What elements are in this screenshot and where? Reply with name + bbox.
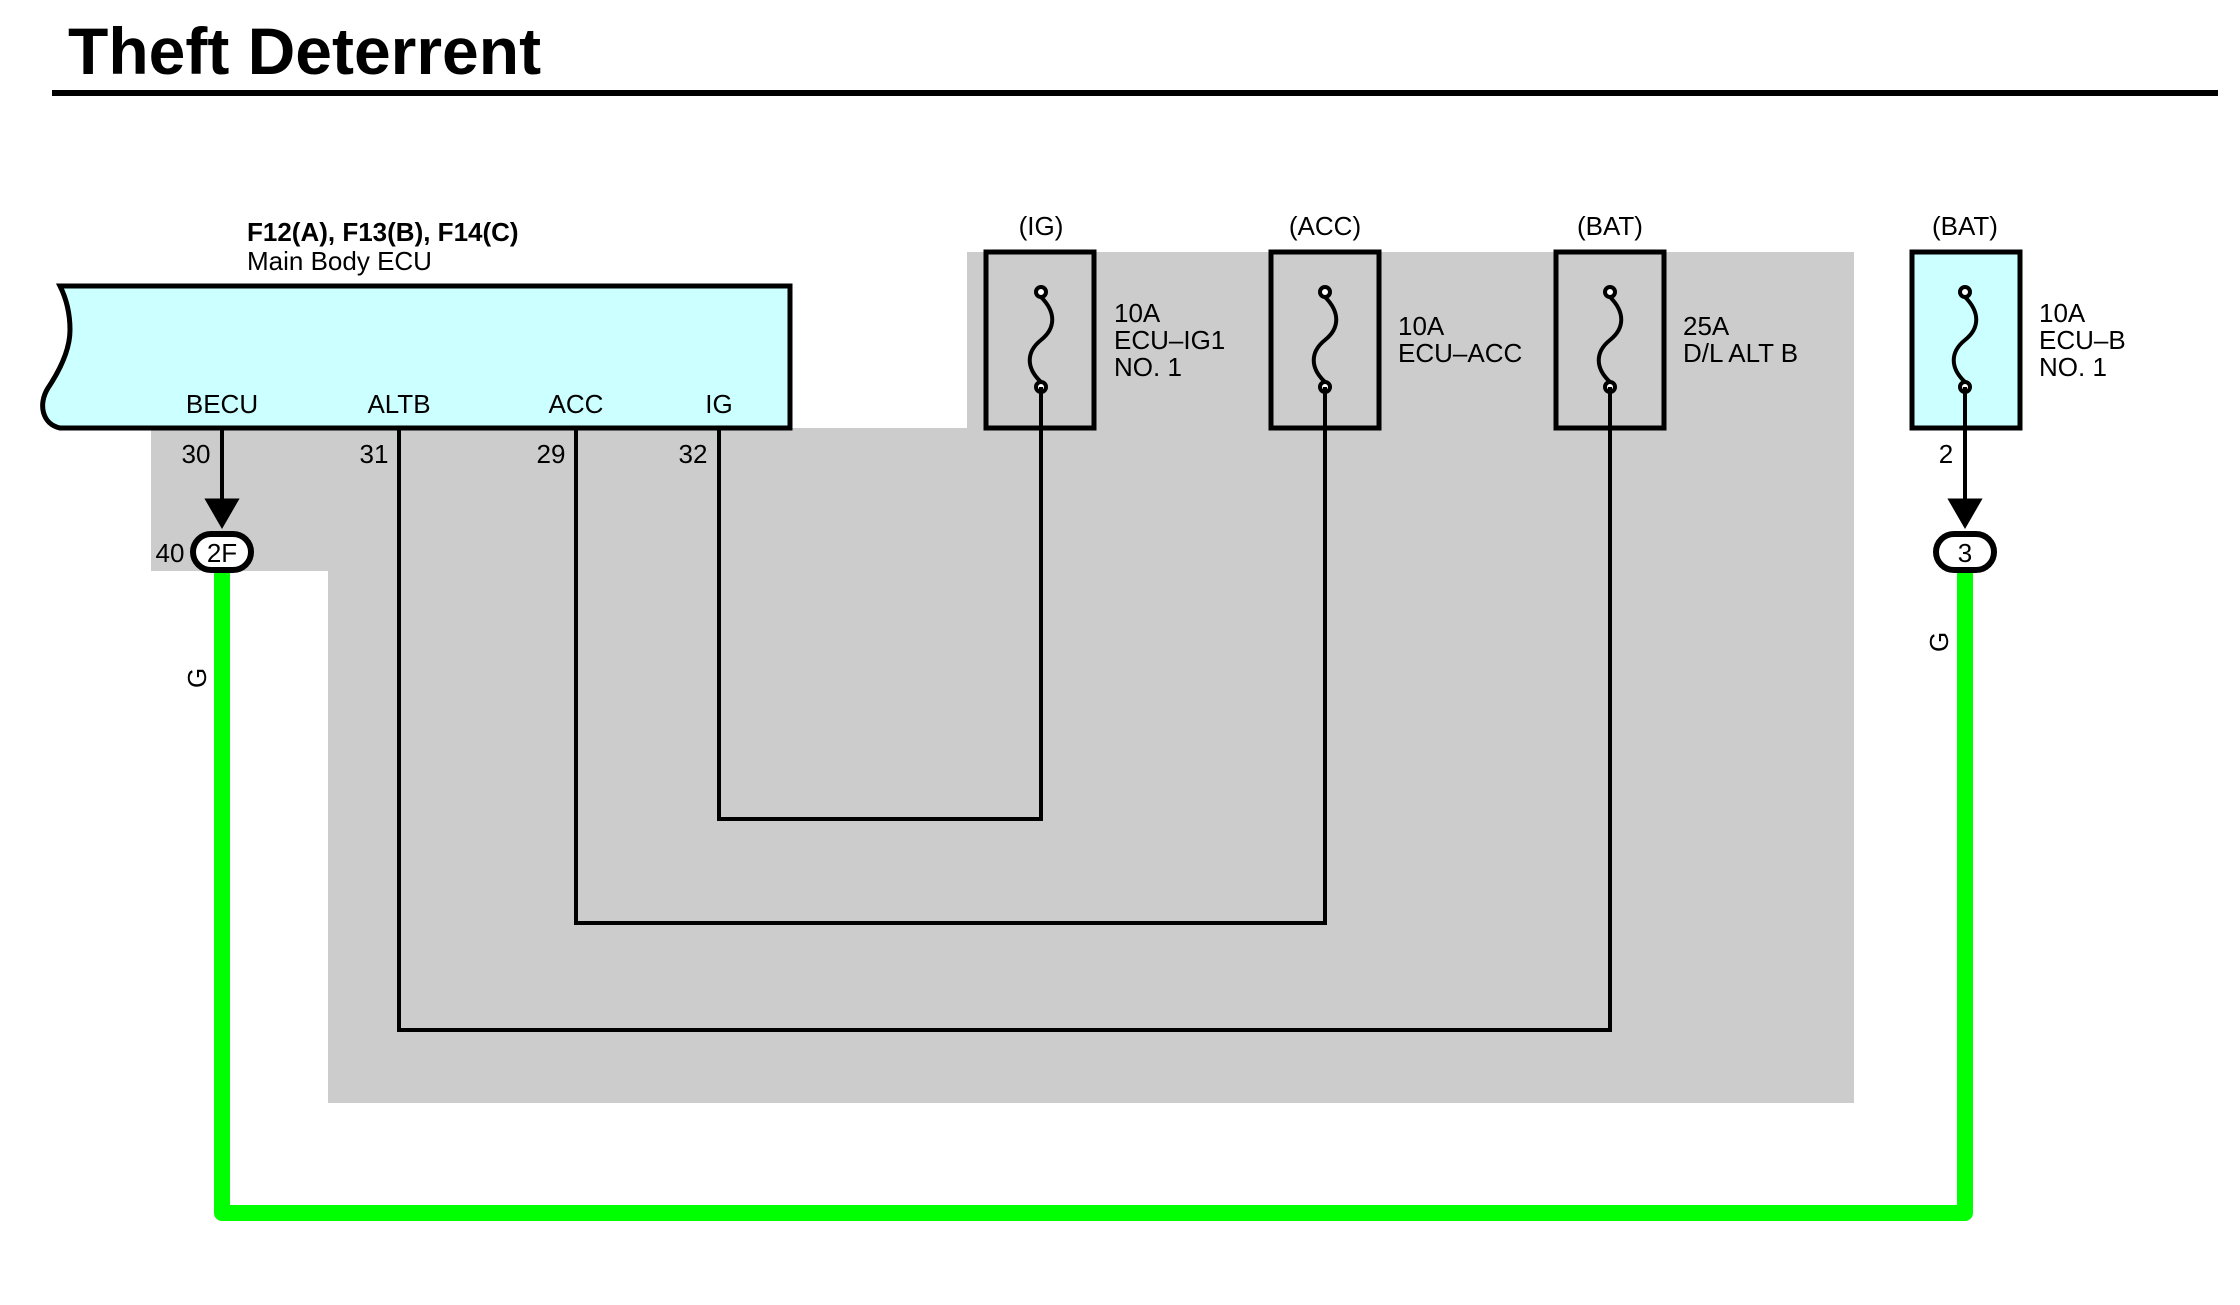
page-title: Theft Deterrent: [68, 14, 541, 88]
ecu-connector-label: F12(A), F13(B), F14(C): [247, 217, 519, 247]
fuse-terminal-icon: [1318, 285, 1332, 299]
pin-number-31: 31: [360, 439, 389, 469]
fuse-terminal-icon: [1034, 285, 1048, 299]
fuse-name-acc: ECU–ACC: [1398, 338, 1522, 368]
junction-3: [1933, 531, 1997, 573]
junction-2f-label: 2F: [207, 538, 237, 568]
pin-number-32: 32: [679, 439, 708, 469]
black-wires: [220, 387, 1967, 1032]
pin-number-29: 29: [537, 439, 566, 469]
wire-green: [214, 570, 1973, 1221]
fuse-rating-ig1: 10A: [1114, 298, 1161, 328]
fuse-name2-ig1: NO. 1: [1114, 352, 1182, 382]
fuse-terminal-icon: [1958, 285, 1972, 299]
wire-altb: [397, 387, 1612, 1032]
fuse-source-bat-2: (BAT): [1932, 211, 1998, 241]
wire-acc: [574, 387, 1327, 925]
fuse-link-icon: [1951, 295, 1979, 384]
pin-label-acc: ACC: [549, 389, 604, 419]
fuse-pin-number-2: 2: [1939, 439, 1953, 469]
fuse-name2-ecu-b: NO. 1: [2039, 352, 2107, 382]
junction-3-label: 3: [1958, 538, 1972, 568]
ecu-box: [40, 283, 793, 431]
wire-ig: [717, 387, 1043, 821]
fuse-rating-ecu-b: 10A: [2039, 298, 2086, 328]
fuse-link-icon: [1311, 295, 1339, 384]
fuse-name-dl-alt-b: D/L ALT B: [1683, 338, 1798, 368]
junction-2f-pin: 40: [156, 538, 185, 568]
fuse-source-bat: (BAT): [1577, 211, 1643, 241]
pin-label-ig: IG: [705, 389, 732, 419]
wire-color-code-left: G: [182, 668, 212, 688]
fuse-rating-dl-alt-b: 25A: [1683, 311, 1730, 341]
pin-label-becu: BECU: [186, 389, 258, 419]
fuse-link-icon: [1027, 295, 1055, 384]
fuse-source-ig: (IG): [1019, 211, 1064, 241]
fuse-link-icon: [1596, 295, 1624, 384]
fuse-rating-acc: 10A: [1398, 311, 1445, 341]
pin-number-30: 30: [182, 439, 211, 469]
ecu-name-label: Main Body ECU: [247, 246, 432, 276]
arrow-down-icon: [204, 498, 240, 530]
arrow-down-icon: [1947, 498, 1983, 530]
fuse-source-acc: (ACC): [1289, 211, 1361, 241]
wire-color-code-right: G: [1924, 632, 1954, 652]
fuse-name-ecu-b: ECU–B: [2039, 325, 2126, 355]
fuse-name-ig1: ECU–IG1: [1114, 325, 1225, 355]
fuse-terminal-icon: [1603, 285, 1617, 299]
pin-label-altb: ALTB: [367, 389, 430, 419]
junction-2f: [190, 531, 254, 573]
